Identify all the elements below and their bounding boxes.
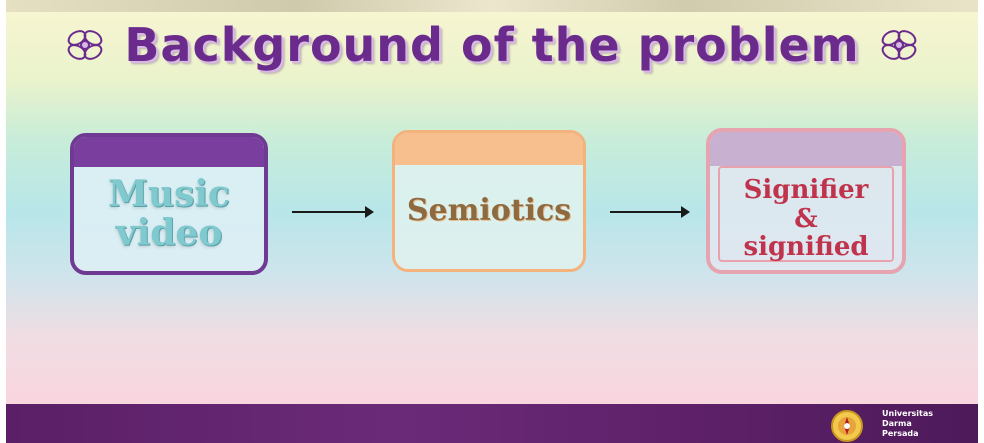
university-name: Universitas Darma Persada [882,409,933,439]
box-label-line: Semiotics [406,193,572,228]
box-label-line: & [794,203,818,234]
signifier-signified-box: Signifier & signified [706,128,906,274]
flower-ornament-icon [68,30,103,60]
box-inner-frame [718,166,894,262]
box-header [710,132,902,166]
arrow-right-icon [610,206,690,218]
semiotics-box: Semiotics [392,130,586,272]
box-label-line: Signifier [743,175,869,205]
university-name-line: Universitas [882,409,934,418]
box-label: Semiotics [395,193,583,228]
slide: Background of the problem Music video Se… [6,0,978,443]
box-label: Signifier & signified [710,176,902,262]
arrow-right-icon [292,206,374,218]
university-name-line: Persada [882,429,919,438]
box-label-line: signified [743,232,869,263]
box-header [395,133,583,165]
footer-bar [6,404,978,443]
box-label-line: video [115,211,223,254]
top-decoration-strip [6,0,978,12]
university-logo-icon [831,410,863,442]
slide-title: Background of the problem [124,18,860,72]
box-label-line: Music [108,173,230,215]
music-video-box: Music video [70,133,268,275]
box-label: Music video [74,175,264,253]
flower-ornament-icon [881,30,916,60]
university-name-line: Darma [882,419,912,428]
slide-title-row: Background of the problem [6,18,978,72]
box-header [74,137,264,167]
